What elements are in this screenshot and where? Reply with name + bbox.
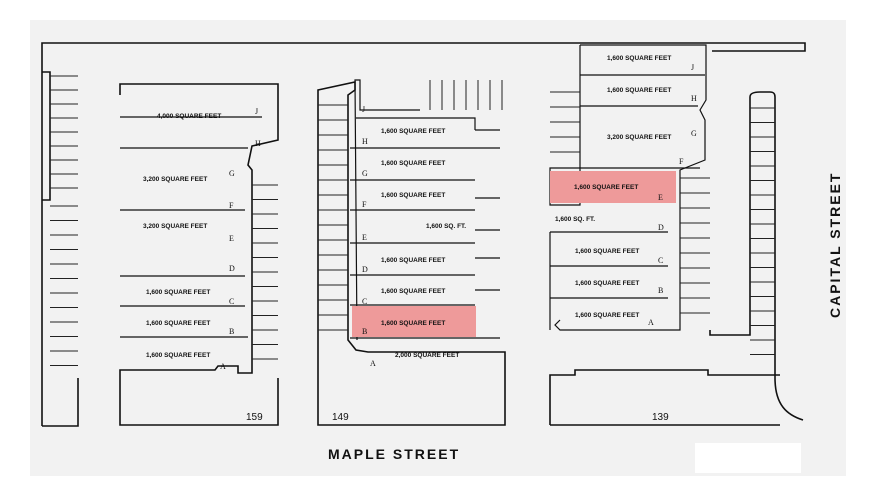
unit-letter: G — [691, 129, 697, 138]
unit-letter: H — [255, 139, 261, 148]
unit-label: 3,200 SQUARE FEET — [143, 223, 207, 230]
building-number-139: 139 — [652, 412, 669, 423]
unit-letter: D — [658, 223, 664, 232]
highlight-149-b — [352, 306, 476, 337]
unit-label: 1,600 SQUARE FEET — [146, 320, 210, 327]
unit-label: 1,600 SQUARE FEET — [381, 320, 445, 327]
unit-label: 1,600 SQUARE FEET — [381, 160, 445, 167]
parking-stalls — [50, 75, 775, 366]
unit-label: 1,600 SQUARE FEET — [574, 184, 638, 191]
unit-letter: E — [229, 234, 234, 243]
unit-letter: B — [658, 286, 663, 295]
unit-letter: C — [229, 297, 234, 306]
unit-letter: G — [229, 169, 235, 178]
unit-letter: D — [362, 265, 368, 274]
unit-label: 1,600 SQUARE FEET — [575, 312, 639, 319]
unit-labels: 4,000 SQUARE FEET J H 3,200 SQUARE FEET G F 3,… — [143, 55, 697, 371]
building-number-149: 149 — [332, 412, 349, 423]
maple-street-label: MAPLE STREET — [328, 446, 460, 462]
unit-label: 1,600 SQUARE FEET — [381, 257, 445, 264]
site-boundary — [41, 42, 806, 427]
unit-letter: F — [229, 201, 234, 210]
unit-letter: J — [691, 63, 694, 72]
unit-letter: D — [229, 264, 235, 273]
unit-label: 1,600 SQUARE FEET — [607, 87, 671, 94]
blank-patch — [695, 443, 801, 473]
unit-letter: G — [362, 169, 368, 178]
unit-letter: F — [362, 200, 367, 209]
unit-letter: E — [658, 193, 663, 202]
unit-label: 1,600 SQUARE FEET — [381, 192, 445, 199]
unit-letter: F — [679, 157, 684, 166]
unit-letter: A — [220, 362, 226, 371]
unit-label: 1,600 SQUARE FEET — [607, 55, 671, 62]
plan-background — [30, 20, 846, 476]
unit-letter: C — [658, 256, 663, 265]
unit-label: 1,600 SQUARE FEET — [381, 288, 445, 295]
unit-label: 1,600 SQUARE FEET — [575, 248, 639, 255]
unit-label: 1,600 SQUARE FEET — [575, 280, 639, 287]
highlight-139-e — [550, 171, 676, 203]
unit-label: 1,600 SQUARE FEET — [146, 352, 210, 359]
unit-label: 1,600 SQ. FT. — [555, 216, 595, 223]
unit-letter: C — [362, 297, 367, 306]
unit-label: 1,600 SQUARE FEET — [146, 289, 210, 296]
unit-letter: A — [648, 318, 654, 327]
unit-letter: E — [362, 233, 367, 242]
unit-label: 4,000 SQUARE FEET — [157, 113, 221, 120]
building-number-159: 159 — [246, 412, 263, 423]
unit-letter: J — [362, 105, 365, 114]
unit-letter: A — [370, 359, 376, 368]
unit-letter: H — [691, 94, 697, 103]
unit-letter: B — [229, 327, 234, 336]
building-149 — [317, 79, 506, 426]
building-139 — [549, 44, 780, 426]
unit-letter: B — [362, 327, 367, 336]
unit-label: 1,600 SQUARE FEET — [381, 128, 445, 135]
capital-street-label: CAPITAL STREET — [827, 172, 843, 319]
unit-label: 3,200 SQUARE FEET — [607, 134, 671, 141]
unit-label: 3,200 SQUARE FEET — [143, 176, 207, 183]
unit-letter: J — [255, 107, 258, 116]
unit-label: 1,600 SQ. FT. — [426, 223, 466, 230]
unit-label: 2,000 SQUARE FEET — [395, 352, 459, 359]
unit-letter: H — [362, 137, 368, 146]
building-159 — [119, 83, 279, 426]
